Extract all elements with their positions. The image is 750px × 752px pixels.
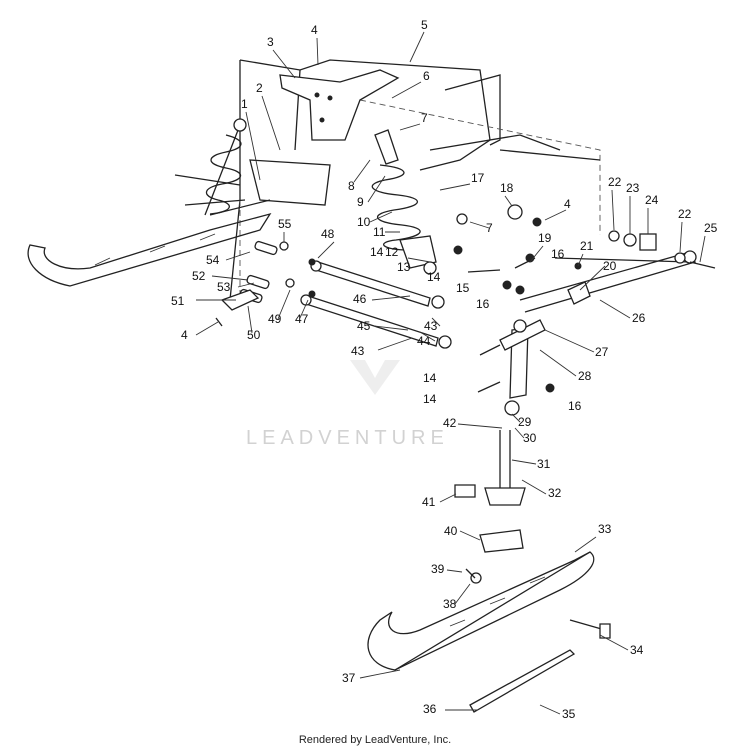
callout-53: 53 [217, 280, 231, 294]
callout-50: 50 [247, 328, 261, 342]
callout-14d: 14 [423, 392, 437, 406]
callout-37: 37 [342, 671, 356, 685]
callout-14b: 14 [427, 270, 441, 284]
callout-47: 47 [295, 312, 309, 326]
callout-42: 42 [443, 416, 457, 430]
callout-5: 5 [421, 18, 428, 32]
callout-51: 51 [171, 294, 185, 308]
callout-18: 18 [500, 181, 514, 195]
front-shock-absorber [371, 129, 437, 275]
callout-29: 29 [518, 415, 532, 429]
left-hardware [215, 240, 316, 327]
callout-7a: 7 [421, 111, 428, 125]
callout-45: 45 [357, 319, 371, 333]
callout-14c: 14 [423, 371, 437, 385]
callout-6: 6 [423, 69, 430, 83]
callout-21: 21 [580, 239, 594, 253]
callout-8: 8 [348, 179, 355, 193]
spindle-assembly [454, 250, 697, 506]
front-ski [367, 529, 611, 713]
callout-2: 2 [256, 81, 263, 95]
callout-10: 10 [357, 215, 371, 229]
watermark-text: LEADVENTURE [246, 427, 449, 449]
callout-4c: 4 [181, 328, 188, 342]
right-hardware [453, 204, 716, 393]
callout-4a: 4 [311, 23, 318, 37]
callout-11: 11 [373, 225, 386, 239]
callout-52: 52 [192, 269, 206, 283]
callout-12: 12 [385, 245, 399, 259]
callout-40: 40 [444, 524, 458, 538]
callout-22a: 22 [608, 175, 622, 189]
callout-22b: 22 [678, 207, 692, 221]
callout-24: 24 [645, 193, 659, 207]
callout-36: 36 [423, 702, 437, 716]
chassis-frame [174, 59, 601, 301]
callout-20: 20 [603, 259, 617, 273]
callout-13: 13 [397, 260, 411, 274]
callout-16a: 16 [551, 247, 565, 261]
callout-4b: 4 [564, 197, 571, 211]
watermark-logo [350, 360, 400, 395]
callout-49: 49 [268, 312, 282, 326]
callout-35: 35 [562, 707, 576, 721]
callout-34: 34 [630, 643, 644, 657]
callout-25: 25 [704, 221, 718, 235]
callout-labels: 1 2 3 4 5 6 7 7 8 9 10 11 12 13 14 14 14… [171, 18, 718, 721]
callout-43a: 43 [424, 319, 438, 333]
callout-33: 33 [598, 522, 612, 536]
callout-1: 1 [241, 97, 248, 111]
leader-lines [195, 31, 706, 715]
callout-19: 19 [538, 231, 552, 245]
callout-16b: 16 [476, 297, 490, 311]
callout-32: 32 [548, 486, 562, 500]
callout-39: 39 [431, 562, 445, 576]
callout-26: 26 [632, 311, 646, 325]
callout-54: 54 [206, 253, 220, 267]
callout-55: 55 [278, 217, 292, 231]
callout-27: 27 [595, 345, 609, 359]
callout-31: 31 [537, 457, 551, 471]
left-shock-absorber [204, 118, 247, 216]
callout-15: 15 [456, 281, 470, 295]
tie-rods [300, 260, 452, 349]
callout-28: 28 [578, 369, 592, 383]
callout-14a: 14 [370, 245, 384, 259]
callout-41: 41 [422, 495, 436, 509]
callout-17: 17 [471, 171, 485, 185]
callout-43b: 43 [351, 344, 365, 358]
callout-23: 23 [626, 181, 640, 195]
callout-3: 3 [267, 35, 274, 49]
callout-38: 38 [443, 597, 457, 611]
callout-16c: 16 [568, 399, 582, 413]
callout-30: 30 [523, 431, 537, 445]
callout-48: 48 [321, 227, 335, 241]
callout-9: 9 [357, 195, 364, 209]
callout-46: 46 [353, 292, 367, 306]
callout-44: 44 [417, 334, 431, 348]
mounting-plate [279, 69, 400, 141]
footer-credit: Rendered by LeadVenture, Inc. [298, 734, 452, 746]
left-ski [27, 199, 272, 287]
callout-7b: 7 [486, 221, 493, 235]
